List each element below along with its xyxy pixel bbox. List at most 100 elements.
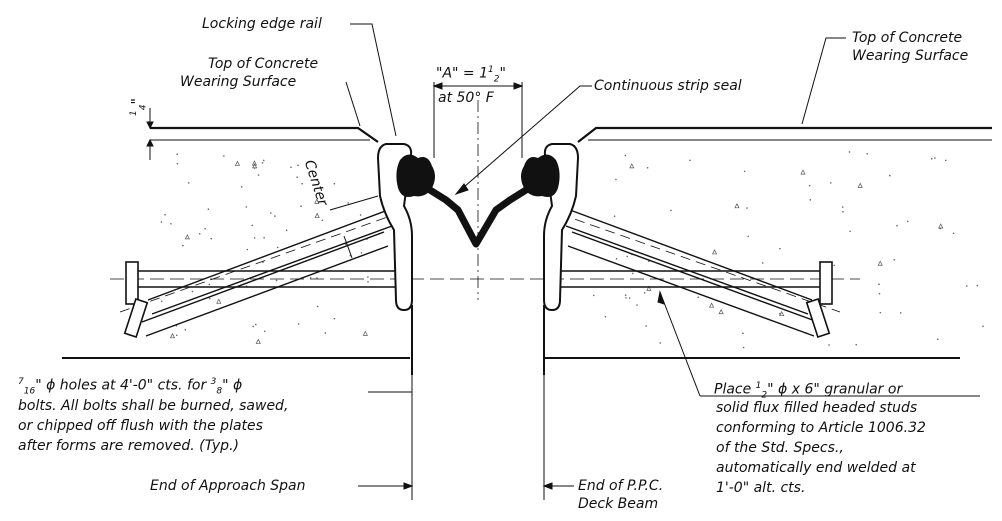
label-top-concrete-right-1: Top of Concrete (852, 30, 963, 46)
concrete-stipple (866, 153, 868, 155)
holes-den1: 16 (23, 386, 36, 397)
concrete-stipple (223, 155, 225, 157)
concrete-stipple (879, 311, 882, 314)
concrete-stipple (746, 207, 748, 209)
concrete-stipple (889, 174, 891, 177)
label-locking-edge-rail: Locking edge rail (202, 16, 322, 32)
label-gap-a: "A" = 112" (436, 62, 506, 87)
concrete-stipple (309, 277, 312, 279)
concrete-stipple (270, 212, 272, 214)
concrete-stipple (742, 346, 745, 349)
concrete-stipple (169, 333, 176, 339)
gap-a-prefix: "A" = 1 (436, 65, 488, 82)
concrete-stipple (324, 332, 327, 334)
concrete-stipple (643, 292, 646, 294)
concrete-stipple (176, 162, 179, 165)
concrete-stipple (296, 176, 298, 179)
gap-a-den: 2 (493, 74, 500, 85)
concrete-stipple (592, 294, 595, 297)
strip-seal (396, 154, 560, 248)
quarter-dim (146, 108, 154, 160)
concrete-stipple (240, 185, 243, 188)
holes-note-line1: 716" ϕ holes at 4'-0" cts. for 38" ϕ (18, 374, 242, 399)
concrete-stipple (833, 264, 836, 267)
concrete-stipple (742, 332, 744, 335)
concrete-stipple (360, 252, 363, 254)
concrete-stipple (624, 294, 627, 296)
label-end-approach: End of Approach Span (150, 478, 306, 494)
right-diagonal-bars (559, 209, 841, 337)
concrete-stipple (300, 205, 302, 207)
concrete-stipple (877, 260, 883, 266)
concrete-stipple (255, 338, 261, 344)
left-diagonal-bars (119, 209, 397, 337)
concrete-stipple (276, 246, 279, 249)
label-top-concrete-left-2: Wearing Surface (180, 74, 297, 90)
holes-end: " ϕ (222, 377, 243, 394)
concrete-stipple (252, 325, 255, 328)
top-of-concrete-left (150, 126, 379, 143)
concrete-stipple (982, 325, 984, 328)
label-end-ppc-2: Deck Beam (578, 496, 659, 512)
concrete-stipple (849, 230, 851, 233)
concrete-stipple (191, 290, 194, 293)
concrete-stipple (314, 212, 320, 218)
center-leader (329, 195, 379, 259)
concrete-stipple (208, 283, 211, 286)
concrete-stipple (285, 229, 288, 232)
concrete-stipple (779, 247, 781, 250)
concrete-stipple (252, 163, 258, 169)
concrete-stipple (160, 221, 163, 223)
concrete-stipple (625, 297, 627, 299)
label-strip-seal: Continuous strip seal (594, 78, 742, 94)
concrete-stipple (251, 224, 254, 227)
studs-b: " ϕ x 6" granular or (767, 381, 903, 398)
concrete-stipple (359, 214, 362, 216)
concrete-stipple (952, 232, 955, 235)
concrete-stipple (747, 235, 750, 238)
concrete-stipple (274, 215, 276, 217)
holes-note-line4: after forms are removed. (Typ.) (18, 438, 239, 454)
concrete-stipple (263, 330, 266, 333)
concrete-stipple (848, 151, 851, 153)
concrete-stipple (301, 182, 303, 185)
holes-num1: 7 (18, 377, 24, 387)
concrete-stipple (944, 159, 947, 162)
concrete-stipple (659, 342, 661, 344)
label-end-ppc-1: End of P.P.C. (578, 478, 664, 494)
concrete-stipple (934, 157, 936, 159)
concrete-stipple (613, 215, 616, 217)
concrete-stipple (314, 198, 320, 204)
concrete-stipple (841, 206, 844, 208)
concrete-stipple (297, 164, 299, 167)
gap-dimension (432, 82, 524, 158)
concrete-stipple (906, 220, 909, 223)
concrete-stipple (842, 210, 844, 213)
concrete-stipple (628, 297, 631, 299)
concrete-stipple (321, 219, 324, 222)
concrete-stipple (857, 182, 863, 188)
concrete-stipple (966, 285, 968, 287)
concrete-stipple (936, 338, 939, 341)
concrete-stipple (207, 208, 210, 211)
concrete-stipple (261, 162, 264, 164)
concrete-stipple (187, 182, 190, 184)
concrete-stipple (893, 258, 896, 261)
concrete-stipple (976, 284, 979, 287)
holes-mid: " ϕ holes at 4'-0" cts. for (35, 377, 211, 394)
label-top-concrete-left-1: Top of Concrete (208, 56, 319, 72)
concrete-stipple (709, 302, 715, 308)
studs-note-line5: automatically end welded at (716, 460, 916, 476)
concrete-stipple (262, 159, 265, 162)
concrete-stipple (828, 344, 830, 346)
concrete-stipple (743, 170, 746, 173)
studs-note-line3: conforming to Article 1006.32 (716, 420, 926, 436)
concrete-stipple (646, 166, 649, 169)
concrete-stipple (208, 297, 211, 300)
concrete-stipple (855, 343, 858, 346)
concrete-stipple (604, 315, 607, 318)
concrete-stipple (632, 272, 634, 275)
horizontal-bolts (110, 270, 860, 288)
gap-a-suffix: " (499, 65, 506, 82)
